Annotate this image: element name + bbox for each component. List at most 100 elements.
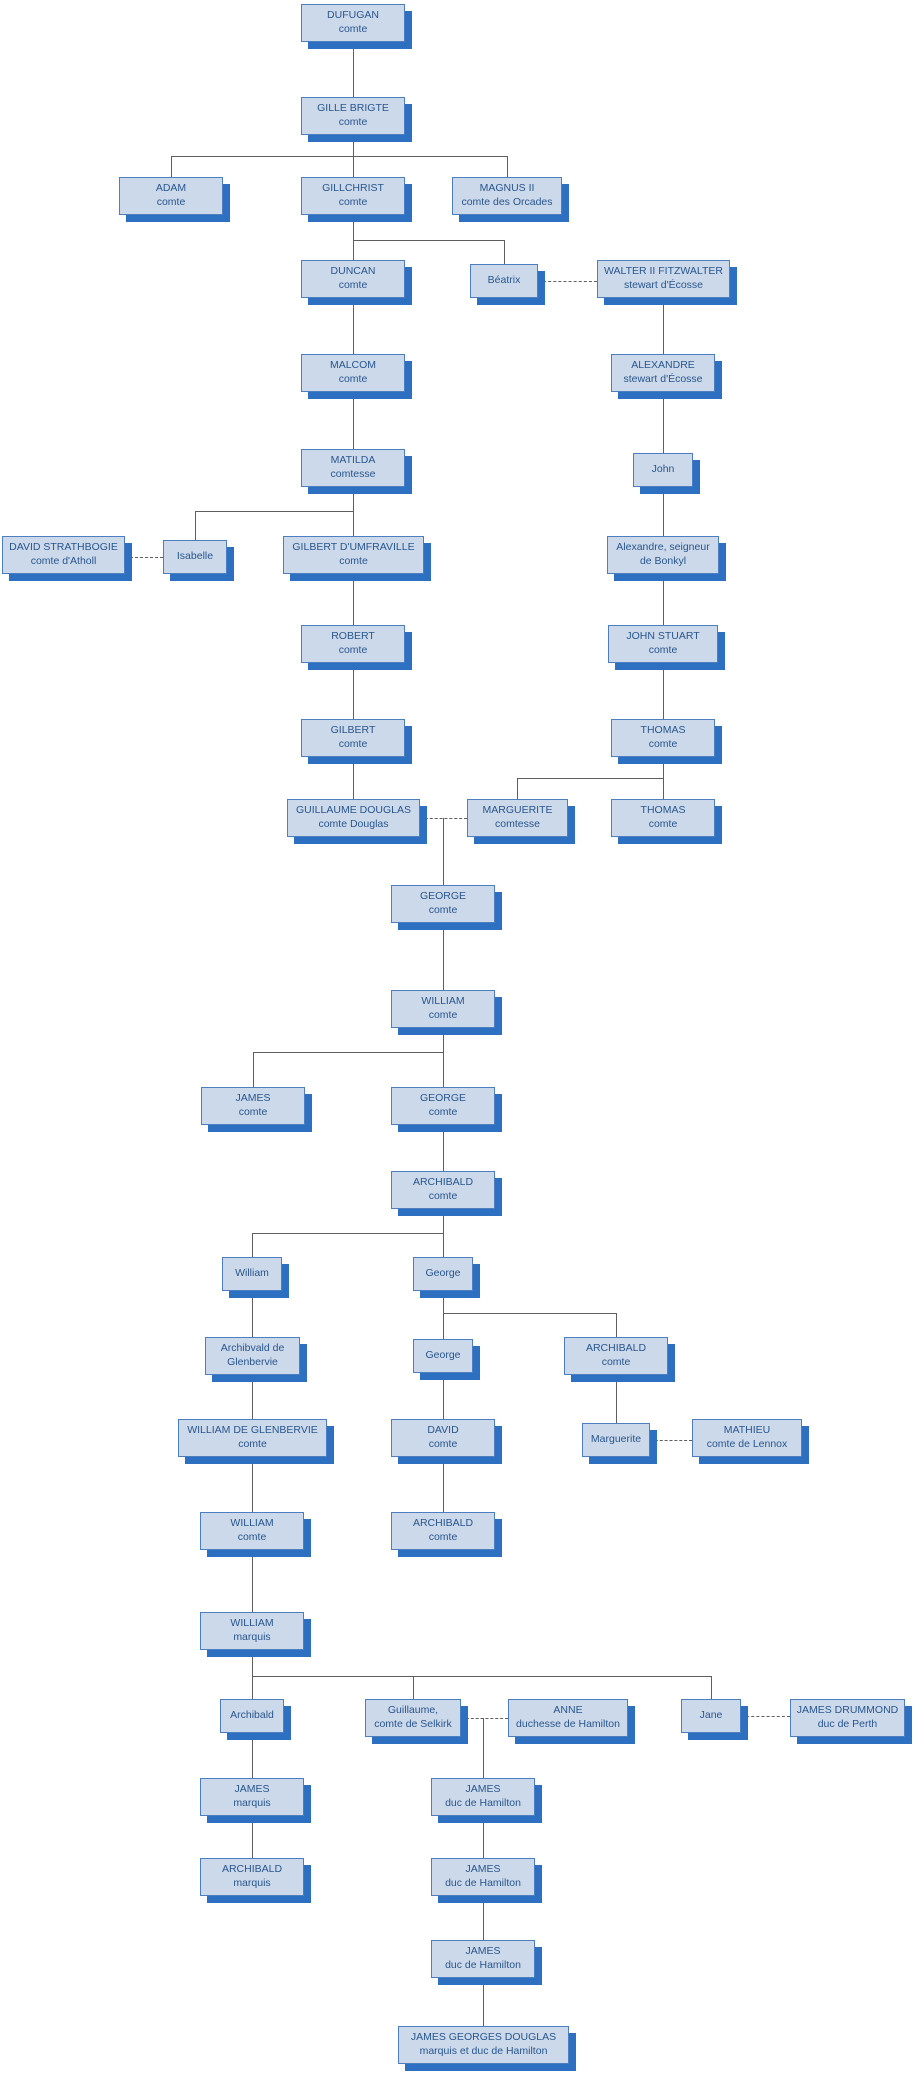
descent-connector <box>353 511 354 536</box>
descent-connector <box>253 1052 254 1087</box>
person-name: JAMES GEORGES DOUGLAS <box>410 2031 557 2044</box>
descent-connector <box>353 392 354 449</box>
person-title: comte de Lennox <box>706 1438 788 1450</box>
person-title: comte d'Atholl <box>30 555 97 567</box>
person-name: GILLE BRIGTE <box>317 102 389 115</box>
person-title: stewart d'Écosse <box>623 279 704 291</box>
descent-connector <box>195 511 196 540</box>
descent-connector <box>443 1209 444 1233</box>
descent-connector <box>483 1978 484 2026</box>
descent-connector <box>353 215 354 260</box>
descent-connector <box>252 1816 253 1858</box>
descent-connector <box>353 42 354 97</box>
person-title: comte <box>238 1438 267 1450</box>
person-title: comte <box>338 644 368 656</box>
descent-connector <box>483 1896 484 1940</box>
person-node-jane: Jane <box>681 1699 741 1733</box>
descent-connector <box>413 1676 414 1699</box>
person-name: DUNCAN <box>330 265 376 278</box>
person-name: George <box>425 1349 461 1362</box>
person-title: comte <box>428 904 458 916</box>
person-name: GILBERT <box>330 724 376 737</box>
person-node-isabelle: Isabelle <box>163 540 227 574</box>
person-name: MALCOM <box>329 359 377 372</box>
person-title: marquis <box>233 1631 271 1643</box>
person-node-archibald-minor: Archibald <box>220 1699 284 1733</box>
descent-connector <box>616 1375 617 1423</box>
person-node-george-minor-2: George <box>413 1339 473 1373</box>
descent-connector <box>663 574 664 625</box>
person-name: THOMAS <box>640 724 686 737</box>
descent-connector <box>483 1816 484 1858</box>
person-name: JAMES <box>465 1863 501 1876</box>
person-title: comte <box>648 644 678 656</box>
person-title: comte <box>428 1009 458 1021</box>
descent-connector <box>517 778 518 799</box>
person-title: comtesse <box>495 818 540 830</box>
person-title: duc de Hamilton <box>445 1877 521 1889</box>
person-name: GEORGE <box>419 890 467 903</box>
descent-connector <box>252 1676 711 1677</box>
person-name: Archibald <box>230 1709 274 1722</box>
person-name: JAMES <box>235 1092 271 1105</box>
person-title: comte <box>428 1531 458 1543</box>
person-title: comte des Orcades <box>461 196 553 208</box>
descent-connector <box>443 1052 444 1087</box>
person-name: William <box>235 1267 269 1280</box>
person-name: Béatrix <box>487 274 521 287</box>
person-title: marquis <box>233 1797 271 1809</box>
descent-connector <box>171 156 507 157</box>
person-name: GILLCHRIST <box>322 182 384 195</box>
person-name: ARCHIBALD <box>412 1517 474 1530</box>
person-name: Guillaume, <box>387 1704 439 1717</box>
person-title: comte <box>428 1438 458 1450</box>
person-title: marquis <box>233 1877 271 1889</box>
person-name: Isabelle <box>176 550 214 563</box>
person-node-marguerite-minor: Marguerite <box>582 1423 650 1457</box>
descent-connector <box>443 1028 444 1052</box>
person-title: duc de Hamilton <box>445 1797 521 1809</box>
person-title: stewart d'Écosse <box>623 373 703 385</box>
person-title: comte de Selkirk <box>374 1718 452 1730</box>
descent-connector <box>353 757 354 799</box>
person-name: JAMES <box>234 1783 270 1796</box>
descent-connector <box>443 1313 444 1339</box>
person-title: comte <box>428 1106 458 1118</box>
person-title: comte <box>156 196 186 208</box>
person-name: JAMES <box>465 1783 501 1796</box>
person-title: comte <box>338 279 368 291</box>
descent-connector <box>443 1313 616 1314</box>
person-title: comte <box>338 738 368 750</box>
descent-connector <box>252 1375 253 1419</box>
person-title: duc de Perth <box>817 1718 878 1730</box>
person-name: WILLIAM <box>421 995 465 1008</box>
person-name: DAVID STRATHBOGIE <box>9 541 118 554</box>
descent-connector <box>443 1125 444 1171</box>
descent-connector <box>517 778 663 779</box>
person-title: comte <box>648 738 678 750</box>
